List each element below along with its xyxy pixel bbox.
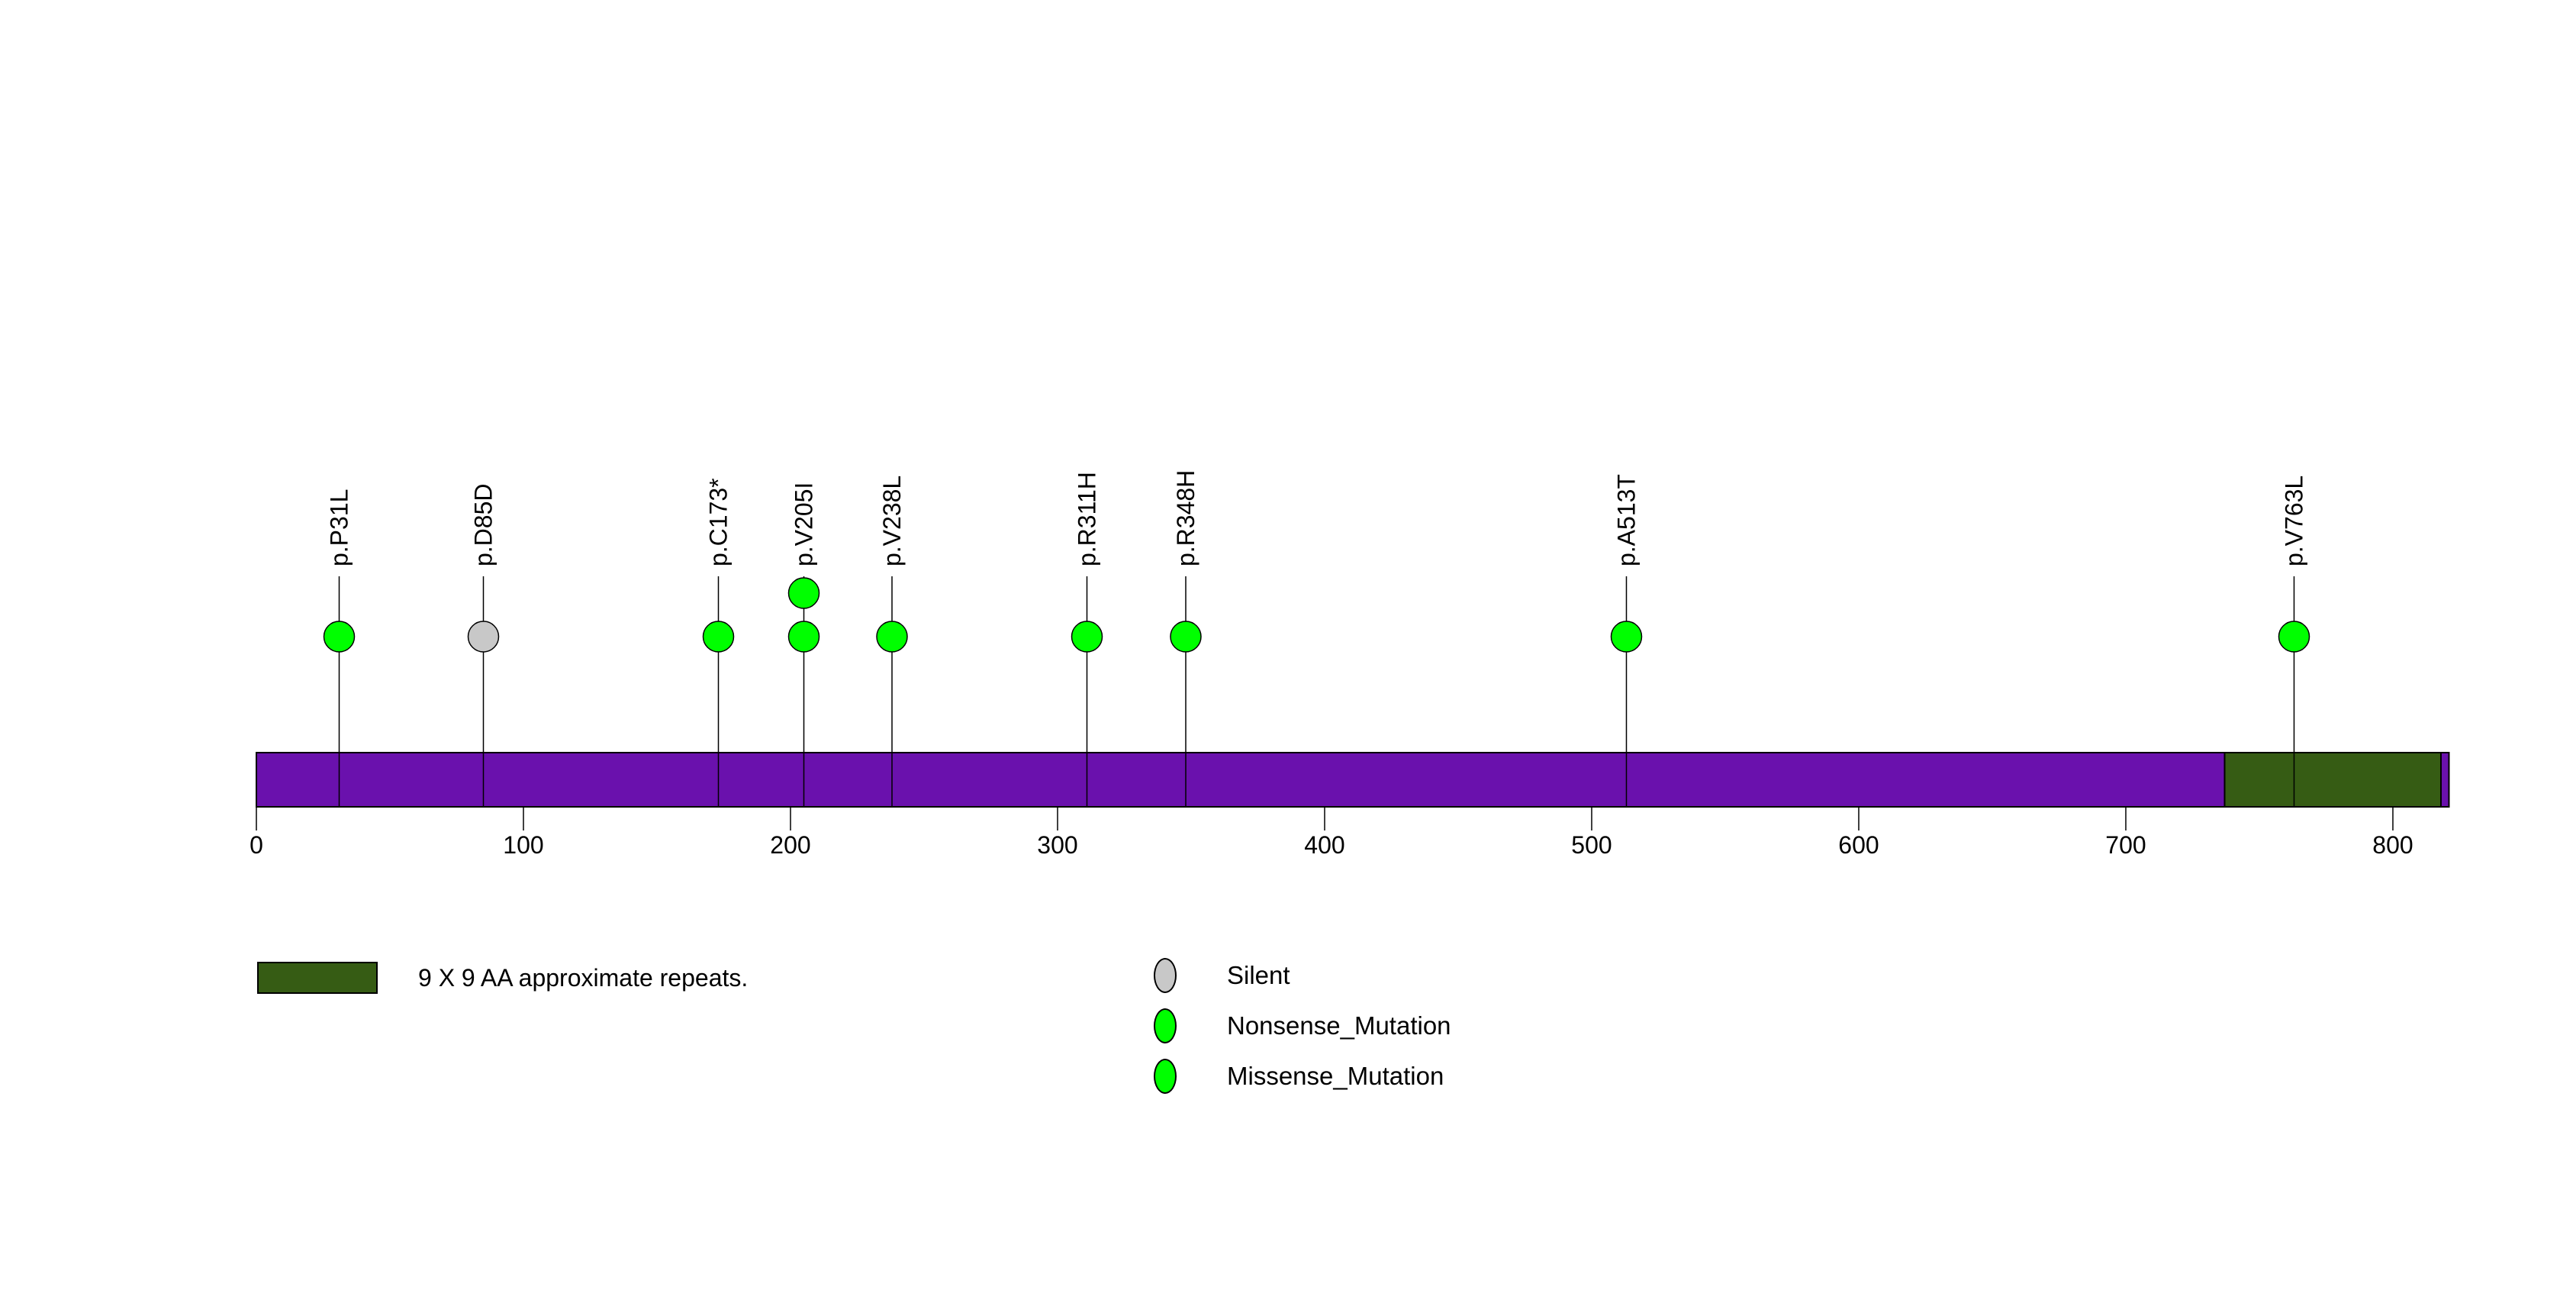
mutation-label: p.V763L — [2281, 476, 2308, 566]
protein-bar — [256, 752, 2450, 808]
mutation-circle — [1071, 621, 1103, 653]
mutation-label: p.R348H — [1172, 470, 1199, 566]
axis-tick-label: 500 — [1571, 831, 1612, 859]
mutation-circle — [787, 577, 820, 609]
mutation-circle — [1610, 621, 1643, 653]
legend-swatch-missense_mutation — [1154, 1059, 1177, 1094]
mutation-circle — [876, 621, 908, 653]
legend-row-missense_mutation: Missense_Mutation — [1154, 1051, 1451, 1101]
axis-tick-label: 700 — [2105, 831, 2146, 859]
mutation-circle — [2278, 621, 2310, 653]
legend-label: Missense_Mutation — [1227, 1062, 1444, 1090]
domain-legend-swatch — [257, 962, 378, 994]
mutation-circle — [702, 621, 735, 653]
mutation-circle — [1170, 621, 1202, 653]
axis-tick-label: 200 — [770, 831, 810, 859]
axis-tick-label: 400 — [1304, 831, 1344, 859]
mutation-label: p.P31L — [326, 489, 353, 566]
mutation-label: p.D85D — [470, 484, 497, 567]
legend-row-silent: Silent — [1154, 950, 1451, 1001]
mutation-label: p.V205I — [791, 482, 818, 566]
mutation-circle — [467, 621, 500, 653]
legend-label: Nonsense_Mutation — [1227, 1011, 1451, 1040]
axis-tick-label: 300 — [1037, 831, 1077, 859]
axis-tick-label: 100 — [503, 831, 543, 859]
legend-swatch-nonsense_mutation — [1154, 1008, 1177, 1043]
legend-label: Silent — [1227, 961, 1290, 989]
domain-legend-label: 9 X 9 AA approximate repeats. — [418, 964, 749, 992]
mutation-label: p.C173* — [705, 478, 733, 566]
mutation-label: p.A513T — [1613, 474, 1641, 566]
mutation-label: p.V238L — [878, 476, 906, 566]
mutation-label: p.R311H — [1074, 472, 1101, 566]
mutation-circle — [323, 621, 356, 653]
legend-row-nonsense_mutation: Nonsense_Mutation — [1154, 1001, 1451, 1051]
legend-swatch-silent — [1154, 958, 1177, 993]
mutation-circle — [787, 621, 820, 653]
axis-tick-label: 0 — [250, 831, 263, 859]
axis-tick-label: 600 — [1838, 831, 1879, 859]
domain-rect — [2223, 752, 2442, 808]
axis-tick-label: 800 — [2372, 831, 2413, 859]
